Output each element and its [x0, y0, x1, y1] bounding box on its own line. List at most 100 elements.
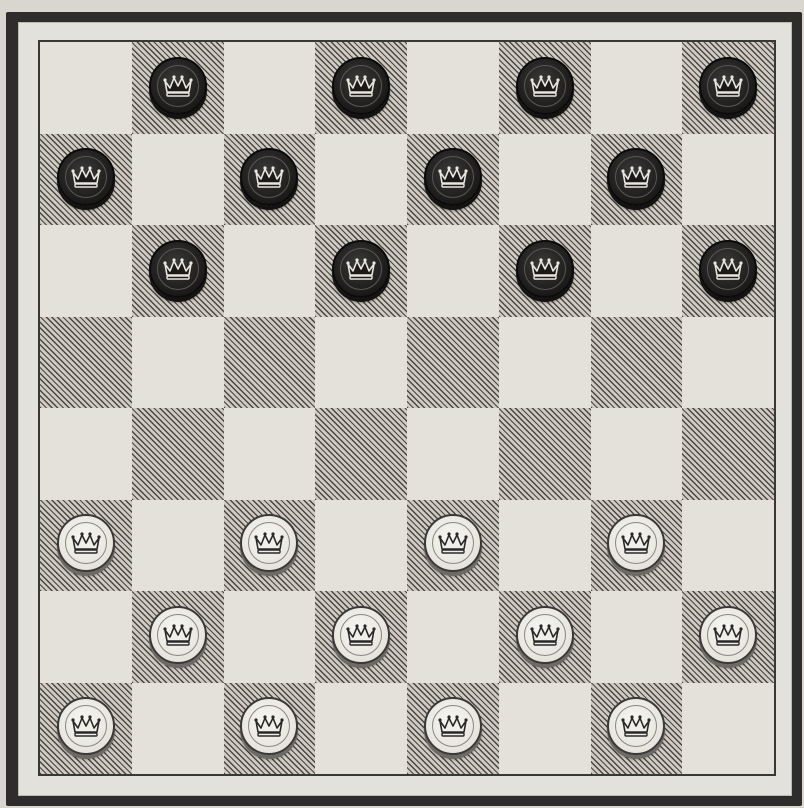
board-square-r4-c4[interactable]: [407, 408, 499, 500]
board-square-r5-c4[interactable]: [407, 500, 499, 592]
board-square-r4-c2[interactable]: [224, 408, 316, 500]
board-square-r6-c1[interactable]: [132, 591, 224, 683]
board-square-r5-c2[interactable]: [224, 500, 316, 592]
board-square-r3-c0[interactable]: [40, 317, 132, 409]
board-square-r2-c2[interactable]: [224, 225, 316, 317]
board-square-r1-c1[interactable]: [132, 134, 224, 226]
board-square-r7-c6[interactable]: [591, 683, 683, 775]
board-square-r0-c1[interactable]: [132, 42, 224, 134]
board-square-r7-c7[interactable]: [682, 683, 774, 775]
board-square-r6-c0[interactable]: [40, 591, 132, 683]
board-square-r5-c3[interactable]: [315, 500, 407, 592]
black-king-piece[interactable]: [149, 240, 207, 298]
board-square-r2-c1[interactable]: [132, 225, 224, 317]
black-king-piece[interactable]: [332, 240, 390, 298]
crown-icon: [619, 164, 653, 190]
white-king-piece[interactable]: [424, 514, 482, 572]
board-square-r2-c7[interactable]: [682, 225, 774, 317]
white-king-piece[interactable]: [57, 514, 115, 572]
white-king-piece[interactable]: [332, 606, 390, 664]
board-square-r5-c7[interactable]: [682, 500, 774, 592]
board-square-r6-c3[interactable]: [315, 591, 407, 683]
crown-icon: [711, 73, 745, 99]
white-king-piece[interactable]: [516, 606, 574, 664]
black-king-piece[interactable]: [240, 148, 298, 206]
white-king-piece[interactable]: [424, 697, 482, 755]
black-king-piece[interactable]: [699, 240, 757, 298]
crown-icon: [436, 164, 470, 190]
white-king-piece[interactable]: [240, 697, 298, 755]
board-square-r2-c0[interactable]: [40, 225, 132, 317]
board-square-r2-c3[interactable]: [315, 225, 407, 317]
black-king-piece[interactable]: [516, 57, 574, 115]
crown-icon: [161, 622, 195, 648]
black-king-piece[interactable]: [699, 57, 757, 115]
white-king-piece[interactable]: [240, 514, 298, 572]
white-king-piece[interactable]: [149, 606, 207, 664]
checkerboard: [38, 40, 776, 776]
board-square-r3-c1[interactable]: [132, 317, 224, 409]
black-king-piece[interactable]: [516, 240, 574, 298]
crown-icon: [344, 73, 378, 99]
black-king-piece[interactable]: [149, 57, 207, 115]
white-king-piece[interactable]: [57, 697, 115, 755]
board-square-r7-c5[interactable]: [499, 683, 591, 775]
board-square-r6-c5[interactable]: [499, 591, 591, 683]
board-square-r2-c6[interactable]: [591, 225, 683, 317]
crown-icon: [528, 73, 562, 99]
board-square-r6-c7[interactable]: [682, 591, 774, 683]
board-square-r1-c2[interactable]: [224, 134, 316, 226]
board-square-r7-c2[interactable]: [224, 683, 316, 775]
board-square-r4-c7[interactable]: [682, 408, 774, 500]
board-square-r2-c5[interactable]: [499, 225, 591, 317]
crown-icon: [252, 530, 286, 556]
board-square-r1-c7[interactable]: [682, 134, 774, 226]
board-square-r2-c4[interactable]: [407, 225, 499, 317]
crown-icon: [528, 256, 562, 282]
board-square-r0-c3[interactable]: [315, 42, 407, 134]
board-square-r0-c7[interactable]: [682, 42, 774, 134]
board-square-r3-c7[interactable]: [682, 317, 774, 409]
board-square-r1-c5[interactable]: [499, 134, 591, 226]
board-square-r4-c1[interactable]: [132, 408, 224, 500]
crown-icon: [711, 256, 745, 282]
board-square-r1-c0[interactable]: [40, 134, 132, 226]
board-square-r4-c3[interactable]: [315, 408, 407, 500]
white-king-piece[interactable]: [607, 514, 665, 572]
white-king-piece[interactable]: [699, 606, 757, 664]
board-square-r3-c6[interactable]: [591, 317, 683, 409]
board-square-r1-c6[interactable]: [591, 134, 683, 226]
board-square-r1-c3[interactable]: [315, 134, 407, 226]
black-king-piece[interactable]: [607, 148, 665, 206]
board-square-r3-c3[interactable]: [315, 317, 407, 409]
board-square-r6-c2[interactable]: [224, 591, 316, 683]
board-square-r4-c0[interactable]: [40, 408, 132, 500]
black-king-piece[interactable]: [332, 57, 390, 115]
board-square-r3-c4[interactable]: [407, 317, 499, 409]
board-square-r5-c5[interactable]: [499, 500, 591, 592]
black-king-piece[interactable]: [57, 148, 115, 206]
board-square-r0-c5[interactable]: [499, 42, 591, 134]
white-king-piece[interactable]: [607, 697, 665, 755]
board-square-r3-c5[interactable]: [499, 317, 591, 409]
black-king-piece[interactable]: [424, 148, 482, 206]
board-square-r1-c4[interactable]: [407, 134, 499, 226]
board-square-r6-c6[interactable]: [591, 591, 683, 683]
board-square-r0-c4[interactable]: [407, 42, 499, 134]
board-square-r5-c6[interactable]: [591, 500, 683, 592]
board-square-r4-c5[interactable]: [499, 408, 591, 500]
board-square-r0-c2[interactable]: [224, 42, 316, 134]
board-square-r6-c4[interactable]: [407, 591, 499, 683]
board-square-r3-c2[interactable]: [224, 317, 316, 409]
board-square-r7-c3[interactable]: [315, 683, 407, 775]
board-square-r7-c1[interactable]: [132, 683, 224, 775]
crown-icon: [69, 164, 103, 190]
board-square-r5-c1[interactable]: [132, 500, 224, 592]
board-square-r7-c4[interactable]: [407, 683, 499, 775]
board-square-r4-c6[interactable]: [591, 408, 683, 500]
board-square-r5-c0[interactable]: [40, 500, 132, 592]
board-square-r0-c6[interactable]: [591, 42, 683, 134]
board-square-r7-c0[interactable]: [40, 683, 132, 775]
board-square-r0-c0[interactable]: [40, 42, 132, 134]
